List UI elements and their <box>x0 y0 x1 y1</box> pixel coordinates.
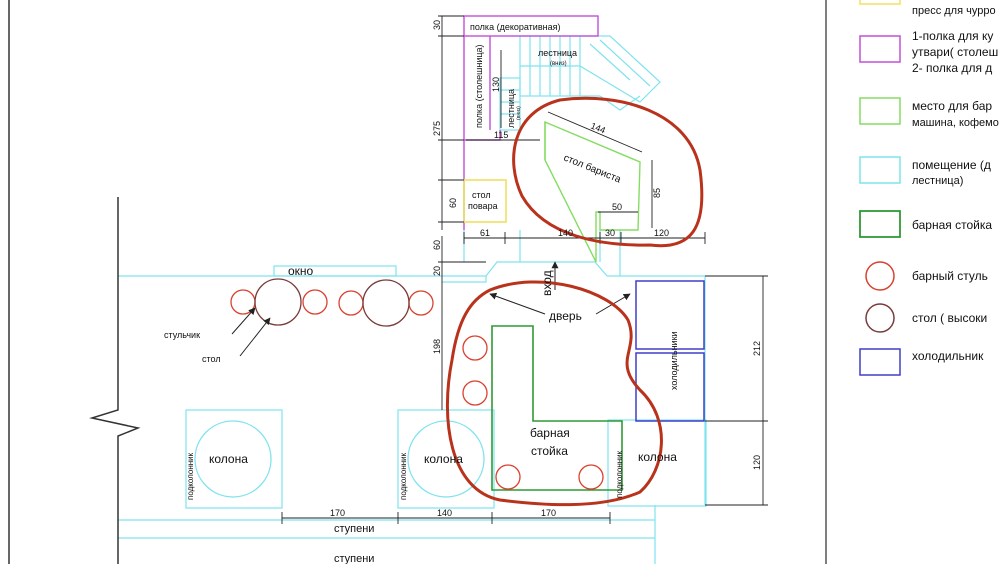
table <box>254 278 302 326</box>
stool <box>462 335 488 361</box>
stairs-top-sublabel: (вниз) <box>550 61 567 67</box>
dim-85: 85 <box>652 188 662 198</box>
dim-198: 198 <box>432 339 442 354</box>
dim-60-a: 60 <box>448 198 458 208</box>
legend-text-1b: утвари( столеш <box>912 45 998 59</box>
annotation-circle-bar <box>445 280 663 507</box>
legend-text-0: пресс для чурро <box>912 5 996 17</box>
base-label-1: подколонник <box>186 452 195 500</box>
fridge-1 <box>635 280 705 350</box>
fridges-label: холодильники <box>669 331 679 390</box>
legend-text-1a: 1-полка для ку <box>912 29 993 43</box>
legend-swatch-stool <box>865 261 895 291</box>
shelf-tabletop-label: полка (столешница) <box>474 44 484 128</box>
legend-swatch-bar-counter <box>859 210 901 238</box>
legend-text-2a: место для бар <box>912 99 992 113</box>
dim-30: 30 <box>432 20 442 30</box>
dim-115: 115 <box>494 130 508 140</box>
steps-label-2: ступени <box>334 553 374 564</box>
shelf-decor <box>463 15 599 37</box>
dim-140-top: 140 <box>558 228 573 238</box>
dim-144: 144 <box>589 121 607 136</box>
legend-text-4: барная стойка <box>912 218 992 232</box>
dim-212: 212 <box>752 341 762 356</box>
dim-120-right: 120 <box>752 455 762 470</box>
dim-50: 50 <box>612 202 622 212</box>
shelf-decor-label: полка (декоративная) <box>470 22 560 32</box>
legend-swatch-yellow <box>859 0 901 5</box>
bar-counter <box>491 325 623 491</box>
cook-table-label-2: повара <box>468 201 498 211</box>
stools <box>230 289 604 490</box>
dim-120-top: 120 <box>654 228 669 238</box>
column-label-3: колона <box>638 450 677 464</box>
column-label-2: колона <box>424 452 463 466</box>
stool <box>578 464 604 490</box>
legend-swatch-barista <box>859 97 901 125</box>
stool <box>495 464 521 490</box>
columns <box>194 420 485 498</box>
stool <box>338 290 364 316</box>
stairs-side-label: лестница <box>506 89 516 128</box>
entrance-label: вход <box>540 270 554 296</box>
bar-counter-label-1: барная <box>530 426 570 440</box>
steps-label-1: ступени <box>334 523 374 535</box>
stairs-top-label: лестница <box>538 48 577 58</box>
legend-text-2b: машина, кофемо <box>912 117 999 129</box>
left-wall <box>89 197 141 564</box>
dim-275: 275 <box>432 121 442 136</box>
dim-140-bottom: 140 <box>437 508 452 518</box>
column <box>407 420 485 498</box>
barista-table-label: стол бариста <box>562 152 623 186</box>
dim-60-b: 60 <box>432 240 442 250</box>
legend-text-7: холодильник <box>912 349 984 363</box>
legend-text-3a: помещение (д <box>912 158 991 172</box>
cook-table-label-1: стол <box>472 190 491 200</box>
dimension-lines <box>281 15 768 524</box>
dim-30-b: 30 <box>605 228 615 238</box>
stool <box>230 289 256 315</box>
window-label: окно <box>288 264 314 278</box>
legend-swatch-room <box>859 156 901 184</box>
stool <box>408 290 434 316</box>
legend-text-5: барный стуль <box>912 269 988 283</box>
legend-text-6: стол ( высоки <box>912 311 987 325</box>
cook-table <box>463 179 507 223</box>
legend-text-1c: 2- полка для д <box>912 61 992 75</box>
dimension-values: 30 275 130 115 144 85 50 60 60 20 61 140… <box>330 20 762 518</box>
table <box>362 279 410 327</box>
dim-170-right: 170 <box>541 508 556 518</box>
column <box>194 420 272 498</box>
bar-counter-label-2: стойка <box>531 444 568 458</box>
legend-swatch-fridge <box>859 348 901 376</box>
legend-swatch-shelf <box>859 35 901 63</box>
stool-callout-label: стульчик <box>164 330 200 340</box>
legend-text-3b: лестница) <box>912 175 963 187</box>
dim-130: 130 <box>491 77 501 92</box>
base-label-3: подколонник <box>615 450 624 498</box>
door-label: дверь <box>549 309 582 323</box>
high-tables <box>254 278 410 327</box>
dim-170-left: 170 <box>330 508 345 518</box>
stool <box>302 289 328 315</box>
stairs-side-sublabel: (вниз) <box>516 106 522 120</box>
annotation-circle-barista <box>512 96 704 248</box>
legend: пресс для чурро 1-полка для ку утвари( с… <box>859 0 999 376</box>
stool <box>462 380 488 406</box>
legend-swatch-table <box>865 303 895 333</box>
dim-61: 61 <box>480 228 490 238</box>
base-label-2: подколонник <box>399 452 408 500</box>
column-label-1: колона <box>209 452 248 466</box>
table-callout-label: стол <box>202 354 221 364</box>
dim-20: 20 <box>432 266 442 276</box>
